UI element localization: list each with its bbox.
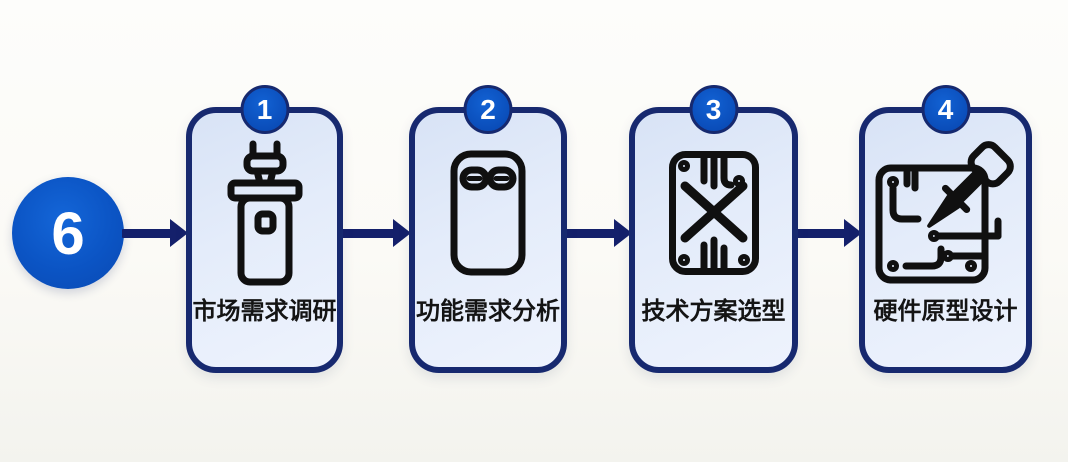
step-card-prototype-design: 4 [859, 85, 1032, 373]
flow-arrow-step2-to-step3 [564, 219, 632, 247]
step-number-badge: 2 [463, 85, 513, 134]
step-number-badge: 1 [240, 85, 289, 134]
circuit-board-icon [635, 137, 792, 289]
start-node: 6 [12, 177, 124, 289]
arrow-shaft [122, 229, 173, 238]
start-node-number: 6 [51, 199, 85, 267]
step-card-function-analysis: 2 功能需求分析 [409, 85, 567, 373]
pcb-soldering-iron-icon [865, 137, 1026, 289]
arrow-head-icon [170, 219, 188, 247]
step-number-badge: 4 [921, 85, 970, 134]
arrow-shaft [795, 229, 847, 238]
flow-arrow-step3-to-step4 [795, 219, 862, 247]
step-label: 功能需求分析 [416, 298, 560, 325]
arrow-shaft [341, 229, 396, 238]
step-number: 4 [937, 93, 954, 125]
arrow-head-icon [393, 219, 411, 247]
flow-arrow-start-to-step1 [122, 219, 188, 247]
step-number: 2 [480, 93, 496, 125]
step-number-badge: 3 [689, 85, 738, 134]
step-label: 硬件原型设计 [873, 298, 1018, 325]
step-card-market-research: 1 市场需求调研 [186, 85, 343, 373]
flow-arrow-step1-to-step2 [341, 219, 411, 247]
step-label: 技术方案选型 [641, 298, 786, 325]
arrow-head-icon [844, 219, 862, 247]
device-ports-icon [415, 137, 561, 289]
charger-plug-icon [192, 137, 337, 289]
arrow-head-icon [614, 219, 632, 247]
step-number: 3 [705, 93, 722, 125]
step-label: 市场需求调研 [192, 298, 337, 325]
step-card-tech-selection: 3 技术方案选型 [629, 85, 798, 373]
step-number: 1 [256, 93, 273, 125]
arrow-shaft [564, 229, 617, 238]
